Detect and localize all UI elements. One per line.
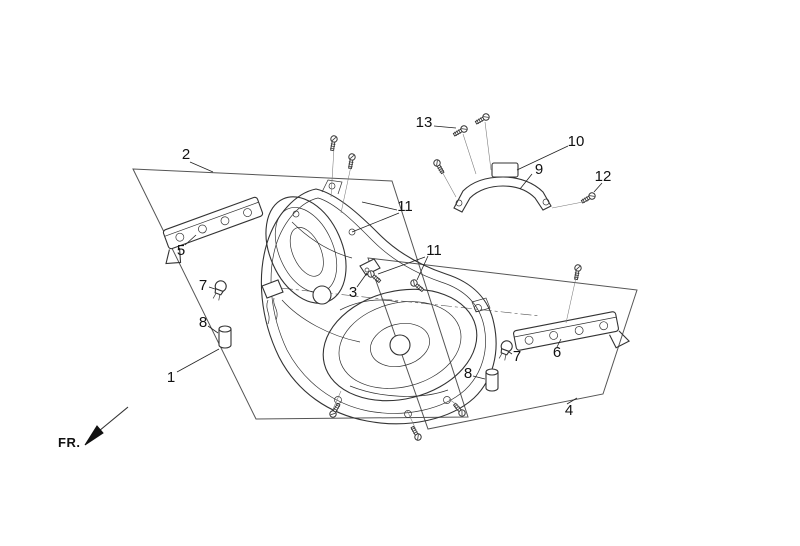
callout-7a: 7 xyxy=(199,277,207,294)
callout-10: 10 xyxy=(568,133,585,150)
top-bracket xyxy=(453,162,552,213)
screw xyxy=(346,152,357,170)
screw xyxy=(451,124,469,139)
right-lens xyxy=(322,288,478,402)
leader-lines xyxy=(176,125,603,405)
callout-11a: 11 xyxy=(397,198,413,215)
bulb-right xyxy=(498,340,513,361)
left-bulb-hole xyxy=(312,285,332,305)
assembly-lines xyxy=(330,121,589,433)
callout-11b: 11 xyxy=(426,242,442,259)
connector xyxy=(261,279,284,299)
socket-right xyxy=(485,368,499,392)
callout-6: 6 xyxy=(553,344,561,361)
headlight-assembly xyxy=(260,179,497,425)
callout-12: 12 xyxy=(595,168,612,185)
bracket-left xyxy=(162,196,264,265)
callout-5: 5 xyxy=(177,242,185,259)
socket-left xyxy=(218,325,232,349)
front-arrow-icon xyxy=(84,425,104,446)
panel-outline-right xyxy=(367,257,638,430)
screw xyxy=(473,112,491,127)
callout-3: 3 xyxy=(349,284,357,301)
right-bulb-hole xyxy=(389,334,411,356)
bulb-left xyxy=(212,280,227,301)
screw xyxy=(432,158,447,176)
damper-part-10 xyxy=(491,162,519,178)
panel-outline-left xyxy=(132,168,469,420)
bracket-right xyxy=(513,311,631,351)
callout-2: 2 xyxy=(182,146,190,163)
screw xyxy=(365,268,383,285)
callout-4: 4 xyxy=(565,402,573,419)
screw xyxy=(408,424,423,442)
callout-8b: 8 xyxy=(464,365,472,382)
screw xyxy=(572,263,583,281)
front-direction-label: FR. xyxy=(58,435,80,450)
screw xyxy=(328,134,339,152)
callouts: 2 13 10 9 12 11 5 7 3 11 8 1 6 7 8 4 xyxy=(167,114,612,419)
callout-1: 1 xyxy=(167,369,175,386)
clip-part-3 xyxy=(359,258,381,276)
callout-13: 13 xyxy=(416,114,433,131)
front-direction-marker: FR. xyxy=(58,406,129,450)
callout-8a: 8 xyxy=(199,314,207,331)
screw xyxy=(579,191,597,206)
top-tab xyxy=(321,179,343,195)
screw xyxy=(408,277,426,294)
callout-7b: 7 xyxy=(513,348,521,365)
callout-9: 9 xyxy=(535,161,543,178)
